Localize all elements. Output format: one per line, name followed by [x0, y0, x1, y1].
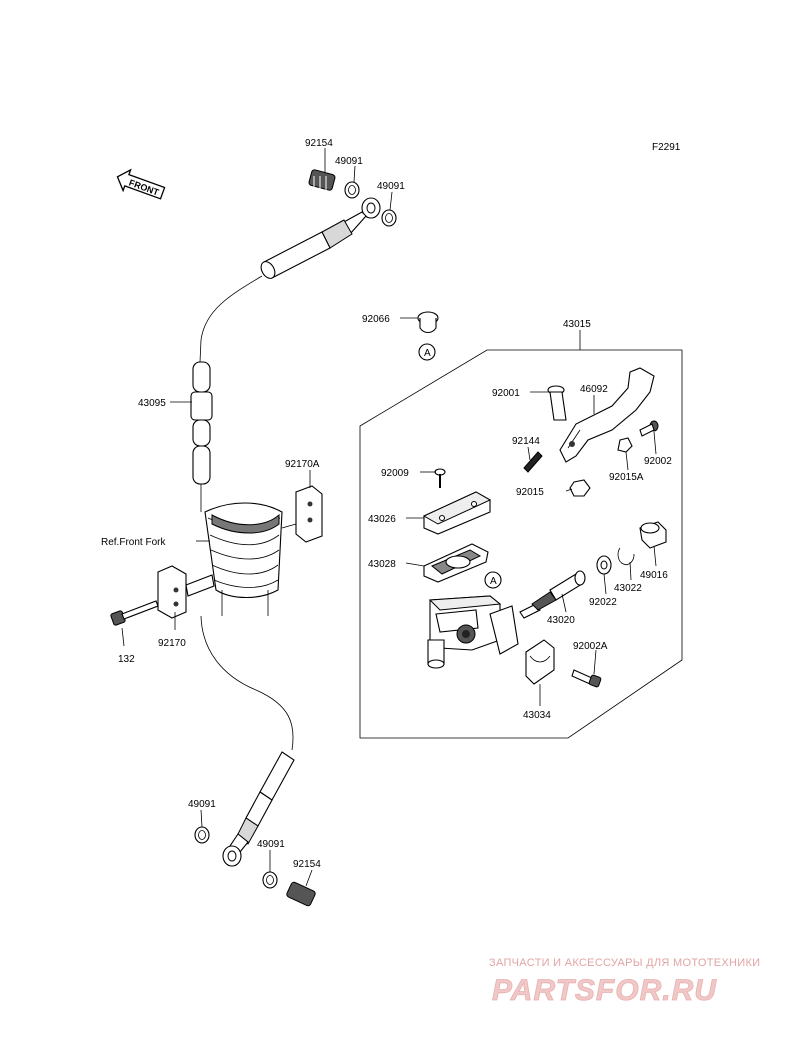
label-92066: 92066 [362, 314, 390, 325]
reservoir-cover-43026 [422, 491, 492, 535]
front-arrow-icon: FRONT [116, 168, 166, 200]
label-46092: 46092 [580, 384, 608, 395]
label-43095: 43095 [138, 398, 166, 409]
watermark-tagline: ЗАПЧАСТИ И АКСЕССУАРЫ ДЛЯ МОТОТЕХНИКИ [489, 957, 760, 969]
screw-92002 [639, 420, 659, 437]
label-ref-front-fork: Ref.Front Fork [101, 537, 166, 548]
nut-92015 [569, 479, 591, 497]
diagram-code: F2291 [652, 142, 681, 153]
label-92144: 92144 [512, 436, 540, 447]
screw-92009 [434, 468, 446, 488]
marker-a-top [418, 343, 436, 361]
label-92170A: 92170A [285, 459, 320, 470]
label-49091-top-b: 49091 [377, 181, 405, 192]
banjo-bolt-top [308, 169, 336, 191]
label-49016: 49016 [640, 570, 668, 581]
bolt-92002A [571, 669, 602, 688]
front-fork [204, 502, 283, 616]
brake-hose-line-bottom [200, 615, 294, 751]
label-92015A: 92015A [609, 472, 644, 483]
label-49091-bottom-a: 49091 [188, 799, 216, 810]
diaphragm-43028 [423, 543, 489, 583]
label-92022: 92022 [589, 597, 617, 608]
label-92015: 92015 [516, 487, 544, 498]
cap-92066 [417, 311, 439, 334]
piston-kit-43020 [519, 570, 586, 619]
label-92154-bottom: 92154 [293, 859, 321, 870]
bolt-132 [110, 600, 159, 626]
label-92009: 92009 [381, 468, 409, 479]
label-43026: 43026 [368, 514, 396, 525]
watermark: ЗАПЧАСТИ И АКСЕССУАРЫ ДЛЯ МОТОТЕХНИКИ PA… [489, 957, 760, 1007]
label-92001: 92001 [492, 388, 520, 399]
label-92002: 92002 [644, 456, 672, 467]
hose-fitting-bottom [222, 751, 295, 867]
assembly-43015-frame [359, 349, 683, 739]
brake-hose-line-top [199, 275, 263, 363]
circlip-43022 [617, 547, 635, 565]
label-132: 132 [118, 654, 135, 665]
marker-a-body [484, 571, 502, 589]
part-labels: 92154 49091 49091 43095 92170A Ref.Front… [101, 138, 672, 870]
label-43020: 43020 [547, 615, 575, 626]
label-49091-top-a: 49091 [335, 156, 363, 167]
boot-49016 [639, 521, 667, 549]
master-cylinder-body [427, 595, 519, 669]
watermark-logo: PARTSFOR.RU [492, 974, 717, 1007]
label-92170: 92170 [158, 638, 186, 649]
brake-hose-43095 [190, 361, 213, 485]
leader-lines [121, 148, 657, 887]
hose-fitting-top [260, 197, 381, 279]
label-43028: 43028 [368, 559, 396, 570]
label-49091-bottom-b: 49091 [257, 839, 285, 850]
hose-bracket-92170A [281, 485, 323, 543]
marker-a-body-letter: A [490, 576, 497, 587]
label-92002A: 92002A [573, 641, 608, 652]
label-43034: 43034 [523, 710, 551, 721]
pin-92144 [523, 451, 543, 473]
label-43022: 43022 [614, 583, 642, 594]
label-92154-top: 92154 [305, 138, 333, 149]
clamp-43034 [525, 639, 555, 685]
nut-92015A [617, 437, 633, 453]
label-43015: 43015 [563, 319, 591, 330]
brake-lever-46092 [559, 367, 655, 463]
banjo-bolt-bottom [286, 881, 316, 907]
marker-a-top-letter: A [424, 348, 431, 359]
hose-bracket-92170 [157, 565, 215, 619]
pivot-bolt-92001 [547, 385, 567, 421]
